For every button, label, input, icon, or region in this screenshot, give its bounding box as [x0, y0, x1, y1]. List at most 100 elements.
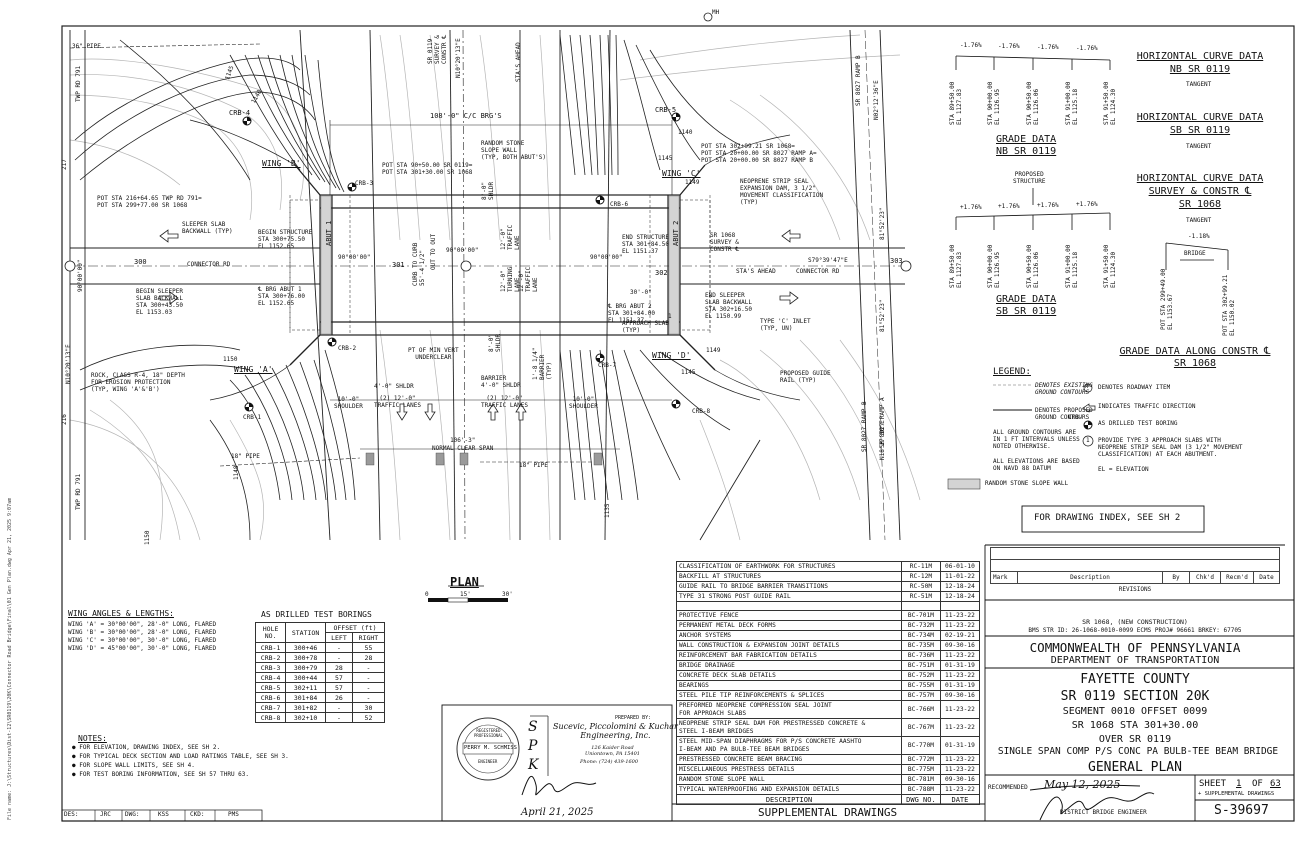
supplemental-date: 06-01-10: [939, 561, 981, 572]
lanes-2x12a-label: (2) 12'-0" TRAFFIC LANES: [374, 395, 421, 409]
supplemental-desc: WALL CONSTRUCTION & EXPANSION JOINT DETA…: [676, 640, 902, 651]
supplemental-date: 12-18-24: [939, 591, 981, 602]
supplemental-row: WALL CONSTRUCTION & EXPANSION JOINT DETA…: [676, 640, 981, 651]
supplemental-date: 11-23-22: [939, 754, 981, 765]
rev-hdr-recmd: Recm'd: [1220, 571, 1254, 584]
supplemental-drawings-table: CLASSIFICATION OF EARTHWORK FOR STRUCTUR…: [676, 561, 981, 805]
stas-ahead-mid-label: STA'S AHEAD: [736, 268, 776, 275]
barrier-label: BARRIER 4'-0" SHLDR: [481, 375, 521, 389]
constr-station-1: POT STA 299+49.00 EL 1153.67: [1160, 268, 1174, 330]
wing-c-label: WING 'C': [662, 169, 701, 178]
angle-90-d: 90°00'00": [77, 259, 84, 292]
hcurve-survey-sub: TANGENT: [1186, 217, 1212, 224]
sr0119-survey-label: SR 0119 SURVEY & CONSTR ℄: [427, 34, 448, 64]
curb-to-curb-label: CURB TO CURB 55'-4 1/2": [412, 242, 426, 286]
begin-structure-label: BEGIN STRUCTURE STA 300+75.50 EL 1152.65: [258, 229, 313, 250]
pe-seal: [456, 717, 520, 781]
boring-station: 300+79: [285, 662, 326, 673]
constr-slope: -1.18%: [1188, 233, 1210, 240]
hcurve-nb-title: HORIZONTAL CURVE DATA NB SR 0119: [1136, 51, 1264, 75]
footer-pms: PMS: [228, 811, 239, 818]
n81a-label: 81°52'23": [879, 207, 886, 240]
nb-station-5: STA 91+50.00 EL 1124.30: [1103, 81, 1117, 125]
nb-slope-2: -1.76%: [998, 43, 1020, 50]
firm-address: 126 Kaider Road Uniontown, PA 15401: [585, 745, 640, 757]
note-1: ● FOR ELEVATION, DRAWING INDEX, SEE SH 2…: [72, 744, 221, 751]
legend-approach-slab: PROVIDE TYPE 3 APPROACH SLABS WITH NEOPR…: [1098, 437, 1243, 458]
revisions-table: Mark Description By Chk'd Recm'd Date RE…: [990, 547, 1280, 595]
lane-12a-label: 12'-0" TRAFFIC LANE: [500, 224, 521, 250]
contour-1145-bot: 1145: [681, 369, 696, 376]
supplemental-date: 11-23-22: [939, 700, 981, 719]
approach-30-label: 30'-0": [630, 289, 652, 296]
supplemental-date: 01-31-19: [939, 680, 981, 691]
boring-right: 30: [351, 702, 386, 713]
rev-hdr-chkd: Chk'd: [1189, 571, 1221, 584]
out-to-out-label: OUT TO OUT: [430, 233, 437, 270]
contour-1145-right: 1145: [658, 155, 673, 162]
shldr-8-label: 8'-0" SHLDR: [481, 181, 495, 200]
legend-r-symbol: R: [1085, 384, 1089, 390]
legend-proposed: DENOTES PROPOSED GROUND CONTOURS: [1035, 407, 1093, 421]
grade-diagram-constr: [1165, 242, 1229, 270]
borings-hdr-right: RIGHT: [351, 632, 386, 643]
boring-hole: CRB-4: [254, 672, 287, 683]
footer-dwg: DWG:: [125, 811, 140, 818]
supplemental-desc: BRIDGE DRAINAGE: [676, 660, 902, 671]
supplemental-date: 02-19-21: [939, 630, 981, 641]
legend-symbols: [947, 383, 1096, 490]
boring-left: 28: [324, 662, 353, 673]
grade-sb-title: GRADE DATA SB SR 0119: [996, 294, 1057, 317]
begin-sleeper-label: BEGIN SLEEPER SLAB BACKWALL STA 300+43.5…: [136, 288, 183, 316]
tb-desc: SINGLE SPAN COMP P/S CONC PA BULB-TEE BE…: [997, 746, 1279, 757]
supplemental-dwg: RC-50M: [901, 581, 941, 592]
supplemental-desc: TYPICAL WATERPROOFING AND EXPANSION DETA…: [676, 784, 902, 795]
nb-station-2: STA 90+00.00 EL 1126.95: [987, 81, 1001, 125]
boring-station: 302+10: [285, 712, 326, 723]
supplemental-desc: PREFORMED NEOPRENE COMPRESSION SEAL JOIN…: [676, 700, 902, 719]
supplemental-desc: STEEL PILE TIP REINFORCEMENTS & SPLICES: [676, 690, 902, 701]
tb-bms-line: BMS STR ID: 26-1068-0010-0099 ECMS PROJ#…: [1028, 627, 1242, 634]
tb-over: OVER SR 0119: [1098, 734, 1172, 745]
supplemental-date: 11-23-22: [939, 620, 981, 631]
seal-top: REGISTERED PROFESSIONAL: [474, 728, 503, 738]
boring-left: 57: [324, 682, 353, 693]
legend-existing: DENOTES EXISTING GROUND CONTOURS: [1035, 382, 1093, 396]
boring-hole: CRB-5: [254, 682, 287, 693]
supplemental-dwg: BC-775M: [901, 764, 941, 775]
supplemental-dwg: BC-772M: [901, 754, 941, 765]
supplemental-date: 09-30-16: [939, 640, 981, 651]
approach-slab-label: APPROACH SLAB (TYP): [622, 320, 669, 334]
sb-station-3: STA 90+50.00 EL 1126.06: [1026, 244, 1040, 288]
pot-far-left-label: POT STA 216+64.65 TWP RD 791= POT STA 29…: [97, 195, 202, 209]
boring-right: 52: [351, 712, 386, 723]
tb-engineer: DISTRICT BRIDGE ENGINEER: [1060, 809, 1147, 816]
boring-right: 28: [351, 652, 386, 663]
note-4: ● FOR TEST BORING INFORMATION, SEE SH 57…: [72, 771, 250, 778]
hcurve-survey-title: HORIZONTAL CURVE DATA SURVEY & CONSTR ℄ …: [1136, 173, 1264, 210]
footer-ckd: CKD:: [190, 811, 205, 818]
sb-slope-2: +1.76%: [998, 203, 1020, 210]
sb-slope-1: +1.76%: [960, 204, 982, 211]
span-108-label: 108'-0" C/C BRG'S: [430, 112, 502, 120]
grade-diagram-sb: [955, 188, 1111, 230]
shldr-4a-label: 4'-0" SHLDR: [374, 383, 414, 390]
supplemental-dwg: BC-752M: [901, 670, 941, 681]
wings-title: WING ANGLES & LENGTHS:: [68, 609, 174, 618]
supplemental-dwg: BC-732M: [901, 620, 941, 631]
legend-1-symbol: 1: [1086, 437, 1090, 444]
boring-station: 300+44: [285, 672, 326, 683]
borings-hdr-hole: HOLE NO.: [254, 622, 287, 643]
borings-title: AS DRILLED TEST BORINGS: [261, 610, 372, 619]
stas-ahead-top-label: STA'S AHEAD: [515, 42, 522, 82]
boring-left: -: [324, 652, 353, 663]
supplemental-date: 11-23-22: [939, 650, 981, 661]
brg-abut2-label: ℄ BRG ABUT 2 STA 301+84.00 EL 1151.37: [608, 303, 655, 324]
connector-road: [70, 247, 905, 285]
constr-station-2: POT STA 302+99.21 EL 1150.02: [1222, 274, 1236, 336]
boring-markers: [242, 112, 681, 412]
